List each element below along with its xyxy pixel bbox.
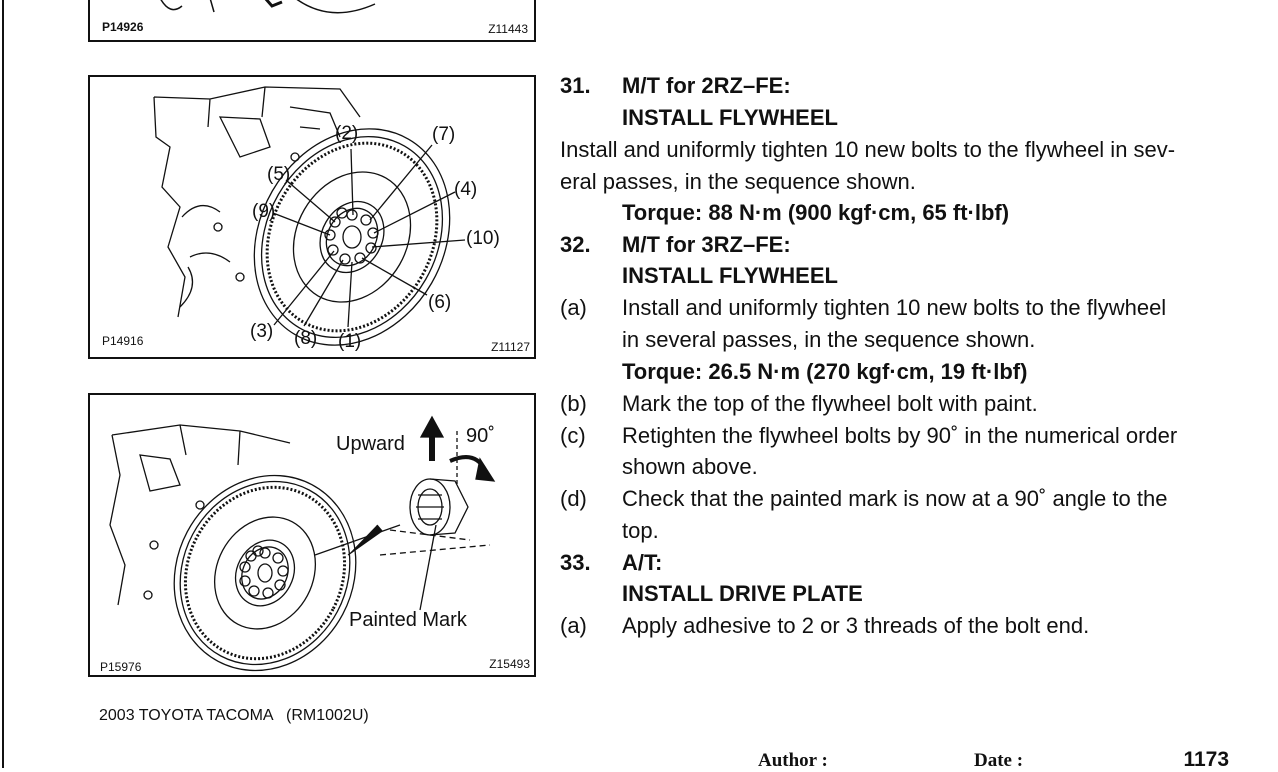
- step-32c-line2: shown above.: [622, 454, 758, 479]
- top-figure-drawing: [160, 0, 376, 14]
- figure-code-right: Z11443: [488, 22, 528, 36]
- step-31-heading: INSTALL FLYWHEEL: [622, 105, 838, 130]
- painted-mark-label: Painted Mark: [349, 609, 467, 631]
- callout-3: (3): [250, 321, 274, 342]
- figure-code-left: P14916: [102, 334, 144, 348]
- step-32c-mark: (c): [560, 423, 586, 448]
- author-label: Author :: [758, 750, 828, 771]
- date-label: Date :: [974, 750, 1024, 771]
- page-edge-line: [2, 0, 4, 768]
- step-33a-line1: Apply adhesive to 2 or 3 threads of the …: [622, 613, 1090, 638]
- figure-code-left: P14926: [102, 20, 144, 34]
- callout-9: (9): [252, 201, 276, 222]
- flywheel-sequence-figure: (2) (7) (5) (4) (9) (10) (6) (3) (8) (1)…: [88, 75, 536, 359]
- upward-label: Upward: [336, 433, 405, 455]
- page-number: 1173: [1183, 748, 1229, 771]
- step-33-heading: INSTALL DRIVE PLATE: [622, 581, 863, 606]
- callout-7: (7): [432, 124, 456, 145]
- step-32d-line2: top.: [622, 518, 659, 543]
- figure-code-right: Z11127: [491, 340, 530, 354]
- footer-model: 2003 TOYOTA TACOMA (RM1002U): [99, 707, 369, 724]
- figure-code-right: Z15493: [489, 657, 530, 671]
- step-33a-mark: (a): [560, 613, 587, 638]
- step-32b-line1: Mark the top of the flywheel bolt with p…: [622, 391, 1038, 416]
- step-32a-mark: (a): [560, 295, 587, 320]
- step-32-torque: Torque: 26.5 N·m (270 kgf·cm, 19 ft·lbf): [622, 359, 1028, 384]
- callout-2: (2): [335, 123, 359, 144]
- step-32d-mark: (d): [560, 486, 587, 511]
- step-31-title: M/T for 2RZ–FE:: [622, 73, 791, 98]
- step-32-title: M/T for 3RZ–FE:: [622, 232, 791, 257]
- callout-6: (6): [428, 292, 452, 313]
- callout-4: (4): [454, 179, 478, 200]
- step-31-number: 31.: [560, 73, 591, 98]
- top-figure: P14926 Z11443: [88, 0, 536, 42]
- callout-1: (1): [338, 331, 362, 352]
- step-33-number: 33.: [560, 550, 591, 575]
- paint-mark-figure: Upward 90˚ Painted Mark P15976 Z15493: [88, 393, 536, 677]
- step-31-text-line1: Install and uniformly tighten 10 new bol…: [560, 137, 1176, 162]
- step-32-number: 32.: [560, 232, 591, 257]
- callout-8: (8): [294, 328, 318, 349]
- step-31-torque: Torque: 88 N·m (900 kgf·cm, 65 ft·lbf): [622, 200, 1010, 225]
- step-33-title: A/T:: [622, 550, 663, 575]
- paint-mark-drawing: [109, 415, 496, 672]
- step-31-text-line2: eral passes, in the sequence shown.: [560, 169, 916, 194]
- figure-code-left: P15976: [100, 660, 142, 674]
- step-32c-line1: Retighten the flywheel bolts by 90˚ in t…: [622, 423, 1178, 448]
- step-32a-line2: in several passes, in the sequence shown…: [622, 327, 1036, 352]
- callout-5: (5): [267, 164, 291, 185]
- flywheel-sequence-drawing: [153, 86, 466, 346]
- step-32-heading: INSTALL FLYWHEEL: [622, 263, 838, 288]
- callout-10: (10): [466, 228, 500, 249]
- angle-label: 90˚: [466, 425, 495, 447]
- step-32d-line1: Check that the painted mark is now at a …: [622, 486, 1168, 511]
- step-32a-line1: Install and uniformly tighten 10 new bol…: [622, 295, 1167, 320]
- step-32b-mark: (b): [560, 391, 587, 416]
